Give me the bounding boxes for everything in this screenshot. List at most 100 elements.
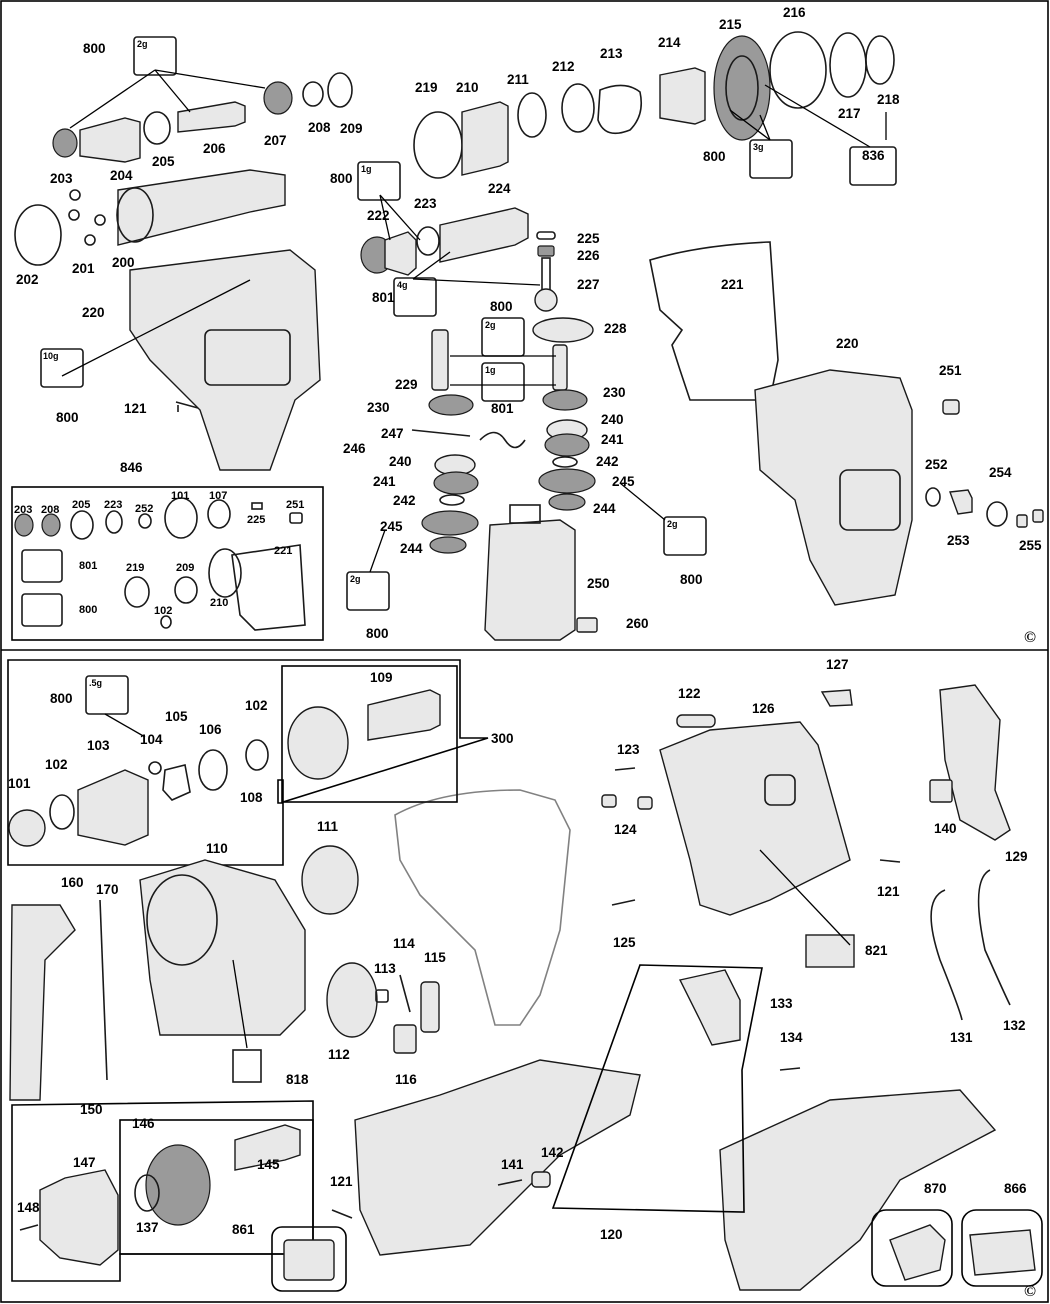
label: 102 bbox=[45, 757, 68, 772]
label: 246 bbox=[343, 441, 366, 456]
label: 254 bbox=[989, 465, 1012, 480]
label: 200 bbox=[112, 255, 135, 270]
label: 104 bbox=[140, 732, 163, 747]
label: 221 bbox=[721, 277, 744, 292]
label: 204 bbox=[110, 168, 133, 183]
label: 222 bbox=[367, 208, 390, 223]
label: 800 bbox=[330, 171, 353, 186]
label: 253 bbox=[947, 533, 970, 548]
grease-tag: 2g bbox=[667, 519, 678, 529]
label: 240 bbox=[601, 412, 624, 427]
label: 106 bbox=[199, 722, 222, 737]
label: 145 bbox=[257, 1157, 280, 1172]
label: 861 bbox=[232, 1222, 255, 1237]
label: 211 bbox=[507, 72, 529, 87]
label: 120 bbox=[600, 1227, 623, 1242]
grease-tag: 2g bbox=[137, 39, 148, 49]
label: 224 bbox=[488, 181, 511, 196]
grease-tag: .5g bbox=[89, 678, 102, 688]
label: 800 bbox=[703, 149, 726, 164]
grease-tag: 10g bbox=[43, 351, 59, 361]
label: 210 bbox=[456, 80, 479, 95]
label: 220 bbox=[836, 336, 859, 351]
label: 170 bbox=[96, 882, 119, 897]
label: 122 bbox=[678, 686, 701, 701]
label: 800 bbox=[83, 41, 106, 56]
label: 245 bbox=[380, 519, 403, 534]
label: 108 bbox=[240, 790, 263, 805]
label: 109 bbox=[370, 670, 393, 685]
kit-846-frame bbox=[11, 486, 324, 641]
label: 210 bbox=[210, 597, 228, 609]
label: 141 bbox=[501, 1157, 524, 1172]
label: 107 bbox=[209, 490, 227, 502]
label: 251 bbox=[286, 499, 304, 511]
label: 221 bbox=[274, 545, 292, 557]
label: 206 bbox=[203, 141, 226, 156]
label: 800 bbox=[366, 626, 389, 641]
label: 213 bbox=[600, 46, 623, 61]
grease-tag: 3g bbox=[753, 142, 764, 152]
kit-300-frame bbox=[7, 659, 489, 866]
label: 836 bbox=[862, 148, 885, 163]
label: 101 bbox=[171, 490, 189, 502]
label: 800 bbox=[680, 572, 703, 587]
kit-300-inner-frame bbox=[281, 665, 458, 803]
label: 252 bbox=[135, 503, 153, 515]
label: 124 bbox=[614, 822, 637, 837]
label: 115 bbox=[424, 950, 446, 965]
label: 212 bbox=[552, 59, 575, 74]
label: 219 bbox=[126, 562, 144, 574]
label: 227 bbox=[577, 277, 600, 292]
grease-tag: 2g bbox=[350, 574, 361, 584]
label: 140 bbox=[934, 821, 957, 836]
label: 134 bbox=[780, 1030, 803, 1045]
label: 821 bbox=[865, 943, 888, 958]
label: 251 bbox=[939, 363, 962, 378]
label: 230 bbox=[367, 400, 390, 415]
label: 219 bbox=[415, 80, 438, 95]
label: 113 bbox=[374, 961, 396, 976]
grease-tags-lower: .5g bbox=[89, 678, 102, 688]
label: 125 bbox=[613, 935, 636, 950]
label: 103 bbox=[87, 738, 110, 753]
grease-tag: 1g bbox=[361, 164, 372, 174]
label: 121 bbox=[124, 401, 147, 416]
label: 116 bbox=[395, 1072, 417, 1087]
label: 101 bbox=[8, 776, 31, 791]
label: 131 bbox=[950, 1030, 973, 1045]
label: 214 bbox=[658, 35, 681, 50]
label: 112 bbox=[328, 1047, 350, 1062]
label: 126 bbox=[752, 701, 775, 716]
label: 203 bbox=[14, 504, 32, 516]
label: 218 bbox=[877, 92, 900, 107]
label: 242 bbox=[393, 493, 416, 508]
label: 800 bbox=[56, 410, 79, 425]
label: 132 bbox=[1003, 1018, 1026, 1033]
grease-tags-upper: 2g 10g 3g 1g 4g 2g 1g 2g 2g bbox=[43, 39, 764, 584]
label: 207 bbox=[264, 133, 287, 148]
switch-kit-frame bbox=[551, 964, 763, 1213]
copyright-mark: © bbox=[1024, 1283, 1036, 1300]
label: 215 bbox=[719, 17, 742, 32]
label: 230 bbox=[603, 385, 626, 400]
label: 121 bbox=[877, 884, 900, 899]
label: 255 bbox=[1019, 538, 1042, 553]
label: 800 bbox=[490, 299, 513, 314]
label: 123 bbox=[617, 742, 640, 757]
label: 105 bbox=[165, 709, 188, 724]
label: 205 bbox=[152, 154, 175, 169]
labels-lower: 800 104 105 106 102 101 102 103 108 109 … bbox=[8, 657, 1028, 1242]
label: 800 bbox=[79, 604, 97, 616]
grease-tag: 4g bbox=[397, 280, 408, 290]
copyright-mark: © bbox=[1024, 629, 1036, 646]
leader-lines bbox=[61, 69, 887, 1049]
label: 220 bbox=[82, 305, 105, 320]
label: 203 bbox=[50, 171, 73, 186]
label: 226 bbox=[577, 248, 600, 263]
label: 300 bbox=[491, 731, 514, 746]
label: 137 bbox=[136, 1220, 159, 1235]
label: 846 bbox=[120, 460, 143, 475]
label: 241 bbox=[373, 474, 396, 489]
